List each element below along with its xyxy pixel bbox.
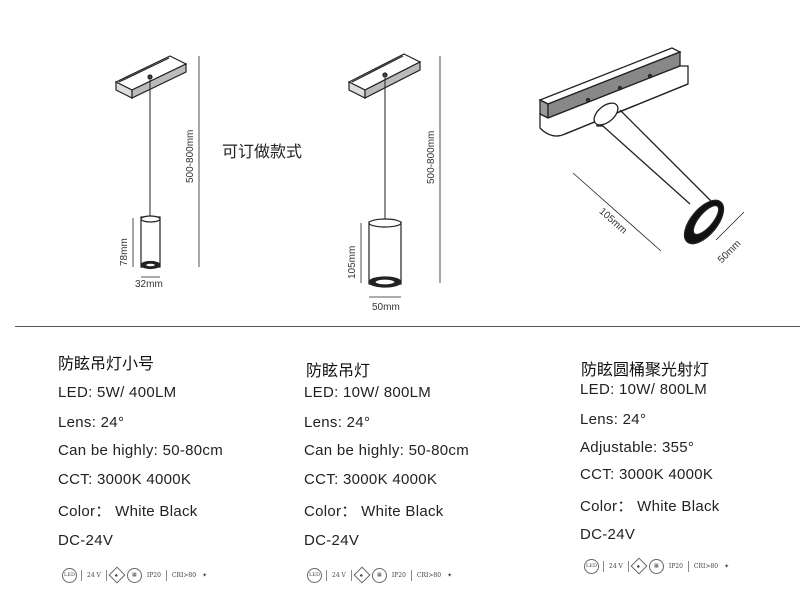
spec-voltage-2: DC-24V — [304, 532, 360, 549]
cri-cert: CRI>80 — [416, 571, 442, 579]
spec-cct-2: CCT: 3000K 4000K — [304, 471, 438, 488]
spec-color-3: Color： White Black — [580, 498, 720, 515]
section-divider — [15, 326, 800, 327]
voltage-cert: 24 V — [87, 571, 101, 579]
cert-row-3: LED 24 V ◆ ▦ IP20 CRI>80 ✦ — [584, 557, 730, 575]
custom-note: 可订做款式 — [222, 142, 303, 161]
spec-adjustable-3: Adjustable: 355° — [580, 439, 695, 456]
cri-cert: CRI>80 — [171, 571, 197, 579]
voltage-cert: 24 V — [609, 562, 623, 570]
class-cert-icon: ▦ — [126, 567, 142, 583]
product-title-3: 防眩圆桶聚光射灯 — [581, 360, 710, 379]
spec-led-2: LED: 10W/ 800LM — [304, 384, 432, 401]
spec-color: Color： White Black — [58, 503, 198, 520]
spec-lens-3: Lens: 24° — [580, 411, 647, 428]
class-cert-icon: ▦ — [371, 567, 387, 583]
cri-cert: CRI>80 — [693, 562, 719, 570]
safety-cert-icon: ◆ — [630, 557, 648, 575]
led-cert-icon: LED — [584, 558, 599, 574]
ip-cert: IP20 — [668, 562, 683, 570]
safety-cert-icon: ◆ — [108, 566, 126, 584]
cert-row: LED 24 V ◆ ▦ IP20 CRI>80 ✦ — [62, 566, 208, 584]
badge-icon: ✦ — [724, 562, 730, 570]
safety-cert-icon: ◆ — [353, 566, 371, 584]
cert-row-2: LED 24 V ◆ ▦ IP20 CRI>80 ✦ — [307, 566, 453, 584]
spec-lens-2: Lens: 24° — [304, 414, 371, 431]
spec-height: Can be highly: 50-80cm — [58, 442, 224, 459]
product-title: 防眩吊灯小号 — [58, 354, 155, 373]
medium-width-label: 50mm — [372, 302, 400, 313]
spec-cct-3: CCT: 3000K 4000K — [580, 466, 714, 483]
product-title-2: 防眩吊灯 — [306, 361, 371, 380]
spec-height-2: Can be highly: 50-80cm — [304, 442, 470, 459]
voltage-cert: 24 V — [332, 571, 346, 579]
ip-cert: IP20 — [146, 571, 161, 579]
badge-icon: ✦ — [202, 571, 208, 579]
badge-icon: ✦ — [447, 571, 453, 579]
ip-cert: IP20 — [391, 571, 406, 579]
small-width-label: 32mm — [135, 279, 163, 290]
spec-color-2: Color： White Black — [304, 503, 444, 520]
led-cert-icon: LED — [62, 567, 77, 583]
spec-cct: CCT: 3000K 4000K — [58, 471, 192, 488]
spec-led-3: LED: 10W/ 800LM — [580, 381, 708, 398]
spec-voltage-3: DC-24V — [580, 526, 636, 543]
spec-voltage: DC-24V — [58, 532, 114, 549]
spec-lens: Lens: 24° — [58, 414, 125, 431]
led-cert-icon: LED — [307, 567, 322, 583]
spec-led: LED: 5W/ 400LM — [58, 384, 177, 401]
class-cert-icon: ▦ — [648, 558, 664, 574]
